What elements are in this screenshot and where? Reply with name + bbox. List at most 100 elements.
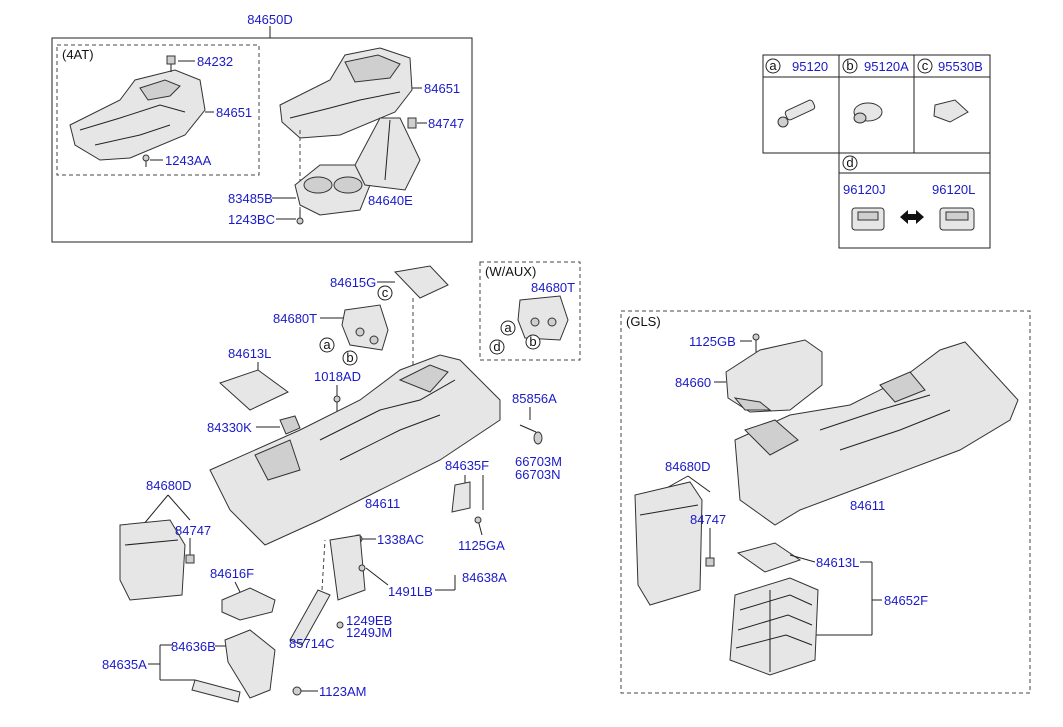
clip-84747-gls-shape <box>705 557 715 567</box>
label-84635A[interactable]: 84635A <box>102 657 147 672</box>
label-1243AA[interactable]: 1243AA <box>165 153 212 168</box>
label-1491LB[interactable]: 1491LB <box>388 584 433 599</box>
aux-panel-waux-shape <box>517 295 569 341</box>
label-1125GA[interactable]: 1125GA <box>458 538 505 553</box>
cup-holder-83485B-shape <box>294 164 371 216</box>
shift-boot-84640E-shape <box>354 117 421 191</box>
label-84747-main[interactable]: 84747 <box>175 523 211 538</box>
bolt-1249EB-shape <box>336 621 344 629</box>
rear-cover-84680D-shape <box>119 519 186 601</box>
label-83485B[interactable]: 83485B <box>228 191 273 206</box>
bracket-84636B-shape <box>224 629 276 699</box>
bracket-84635F-shape <box>451 481 471 513</box>
label-1338AC[interactable]: 1338AC <box>377 532 424 547</box>
label-1249JM[interactable]: 1249JM <box>346 625 392 640</box>
label-84680T-waux[interactable]: 84680T <box>531 280 575 295</box>
label-84638A[interactable]: 84638A <box>462 570 507 585</box>
label-84330K[interactable]: 84330K <box>207 420 252 435</box>
legend-d-part2[interactable]: 96120L <box>932 182 975 197</box>
bracket-84616F-shape <box>221 587 276 621</box>
label-84680T[interactable]: 84680T <box>273 311 317 326</box>
bracket-84330K-shape <box>279 415 301 435</box>
label-84232[interactable]: 84232 <box>197 54 233 69</box>
label-84651[interactable]: 84651 <box>424 81 460 96</box>
mat-84613L-shape <box>219 369 289 411</box>
armrest-84660-shape <box>725 339 823 413</box>
label-84613L[interactable]: 84613L <box>228 346 271 361</box>
label-84613L-gls[interactable]: 84613L <box>816 555 859 570</box>
rear-cover-gls-shape <box>634 481 703 606</box>
bracket-84638A-shape <box>329 534 366 601</box>
group-84650D-frame <box>51 37 473 243</box>
label-84615G[interactable]: 84615G <box>330 275 376 290</box>
screw-1243BC-shape <box>296 210 304 225</box>
aux-panel-84680T-shape <box>341 304 389 351</box>
clip-84747-main-shape <box>185 554 195 564</box>
label-66703M[interactable]: 66703M <box>515 454 562 469</box>
console-4at-shape <box>69 69 206 161</box>
callout-c: c <box>382 285 389 300</box>
power-outlet-icon <box>853 102 883 124</box>
label-1018AD[interactable]: 1018AD <box>314 369 361 384</box>
label-84611-main[interactable]: 84611 <box>365 496 400 511</box>
legend-b-part[interactable]: 95120A <box>864 59 909 74</box>
label-84611-gls[interactable]: 84611 <box>850 498 885 513</box>
storage-box-84652F-shape <box>729 577 819 676</box>
cigar-lighter-icon <box>777 99 816 128</box>
group-84650D: 84650D (4AT) 84232 84651 1243AA <box>51 12 473 243</box>
callout-a: a <box>323 337 331 352</box>
legend-a-part[interactable]: 95120 <box>792 59 828 74</box>
label-84680D-gls[interactable]: 84680D <box>665 459 711 474</box>
label-1123AM[interactable]: 1123AM <box>319 684 366 699</box>
screw-1243AA-shape <box>142 154 150 167</box>
label-84651-4at[interactable]: 84651 <box>216 105 252 120</box>
bar-84635A-shape <box>191 679 241 703</box>
waux-group: (W/AUX) 84680T a d b <box>479 261 581 361</box>
clip-84747-shape <box>407 117 417 129</box>
label-84660[interactable]: 84660 <box>675 375 711 390</box>
label-84652F[interactable]: 84652F <box>884 593 928 608</box>
legend-a-callout: a <box>769 58 777 73</box>
legend-b-callout: b <box>846 58 853 73</box>
label-85714C[interactable]: 85714C <box>289 636 335 651</box>
label-84747-top[interactable]: 84747 <box>428 116 464 131</box>
grommet-66703-shape <box>533 431 543 445</box>
label-84747-gls[interactable]: 84747 <box>690 512 726 527</box>
console-cover-shape <box>279 47 413 139</box>
legend-c-part[interactable]: 95530B <box>938 59 983 74</box>
callout-d-waux: d <box>493 339 500 354</box>
screw-1125GB-shape <box>752 333 760 352</box>
label-gls: (GLS) <box>626 314 661 329</box>
label-4at: (4AT) <box>62 47 94 62</box>
label-84635F[interactable]: 84635F <box>445 458 489 473</box>
4at-subgroup-frame <box>56 44 260 176</box>
label-84680D[interactable]: 84680D <box>146 478 192 493</box>
label-1243BC[interactable]: 1243BC <box>228 212 275 227</box>
legend-d-part1[interactable]: 96120J <box>843 182 886 197</box>
double-arrow-icon <box>900 210 924 224</box>
gls-group: (GLS) 1125GB 84660 84611 84680D 84747 <box>620 310 1031 694</box>
label-waux: (W/AUX) <box>485 264 536 279</box>
screw-1018AD-shape <box>333 395 341 412</box>
bolt-84232-shape <box>166 55 176 72</box>
screw-1125GA-shape <box>474 516 482 524</box>
aux-jack-l-icon <box>939 207 975 231</box>
label-85856A[interactable]: 85856A <box>512 391 557 406</box>
callout-b-waux: b <box>529 334 536 349</box>
label-66703N[interactable]: 66703N <box>515 467 561 482</box>
pad-84615G-shape <box>393 265 449 299</box>
callout-a-waux: a <box>504 320 512 335</box>
legend-table: a 95120 b 95120A c 95530B d 96120J 96120… <box>762 54 991 249</box>
label-84616F[interactable]: 84616F <box>210 566 254 581</box>
label-84640E[interactable]: 84640E <box>368 193 413 208</box>
stay-85714C-shape <box>289 589 331 646</box>
label-84636B[interactable]: 84636B <box>171 639 216 654</box>
label-1125GB[interactable]: 1125GB <box>689 334 736 349</box>
mat-84613L-gls-shape <box>736 542 802 573</box>
label-1249EB[interactable]: 1249EB <box>346 613 392 628</box>
label-84650D[interactable]: 84650D <box>247 12 293 27</box>
switch-icon <box>933 99 969 123</box>
bolt-1123AM-shape <box>292 686 302 696</box>
console-body-84611-shape <box>209 354 501 546</box>
